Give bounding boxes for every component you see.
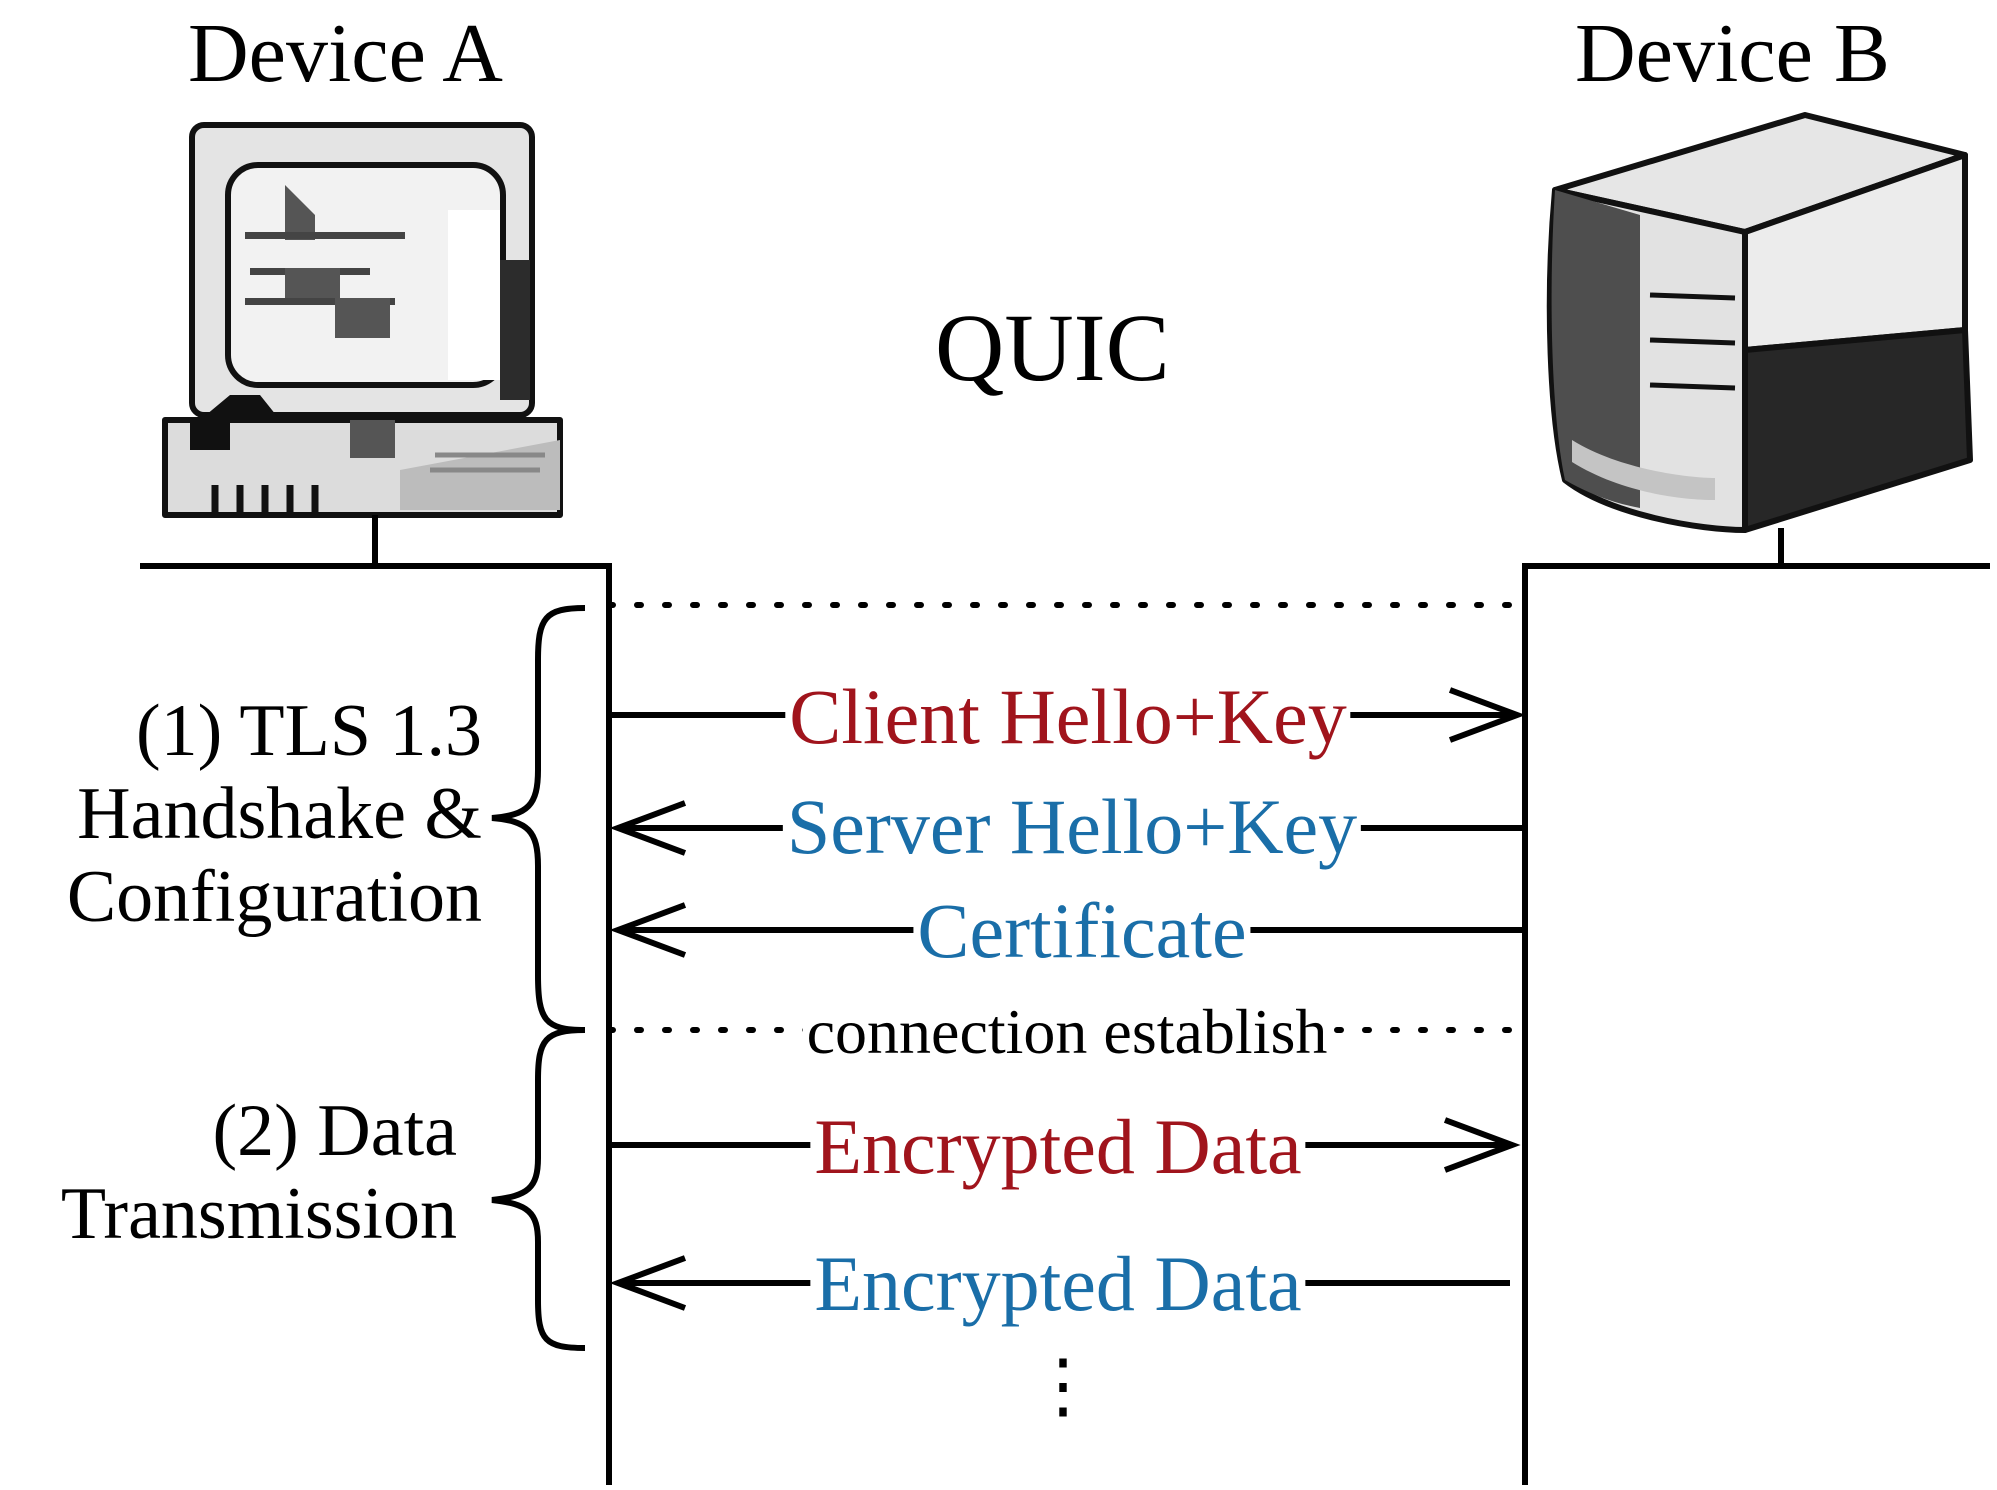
phase-label-line: Transmission [60, 1172, 457, 1255]
message-label-encrypted-data-out: Encrypted Data [810, 1108, 1306, 1186]
device-a-lifeline [140, 515, 612, 1485]
continuation-ellipsis: ⋮ [1027, 1346, 1099, 1426]
phase-label-line: (2) Data [212, 1090, 457, 1172]
desktop-computer-icon [162, 122, 563, 518]
data-phase-brace [491, 1027, 586, 1351]
phase-label-line: (1) TLS 1.3 [135, 690, 482, 772]
handshake-phase-brace [491, 605, 586, 1033]
phase-label-handshake: (1) TLS 1.3 Handshake & Configuration [67, 690, 482, 939]
device-b-label: Device B [1575, 7, 1890, 100]
message-label-client-hello: Client Hello+Key [785, 678, 1351, 756]
phase-label-line: Handshake & [77, 772, 482, 855]
server-icon [1546, 112, 1973, 533]
device-b-lifeline [1522, 528, 1990, 1485]
device-a-label: Device A [188, 7, 503, 100]
diagram-title: QUIC [935, 294, 1170, 401]
phase-label-data-transmission: (2) Data Transmission [61, 1090, 457, 1256]
message-label-server-hello: Server Hello+Key [782, 788, 1362, 866]
message-label-connection-establish: connection establish [802, 1000, 1332, 1064]
message-label-encrypted-data-in: Encrypted Data [810, 1245, 1306, 1323]
message-label-certificate: Certificate [913, 892, 1251, 970]
phase-label-line: Configuration [66, 855, 482, 938]
